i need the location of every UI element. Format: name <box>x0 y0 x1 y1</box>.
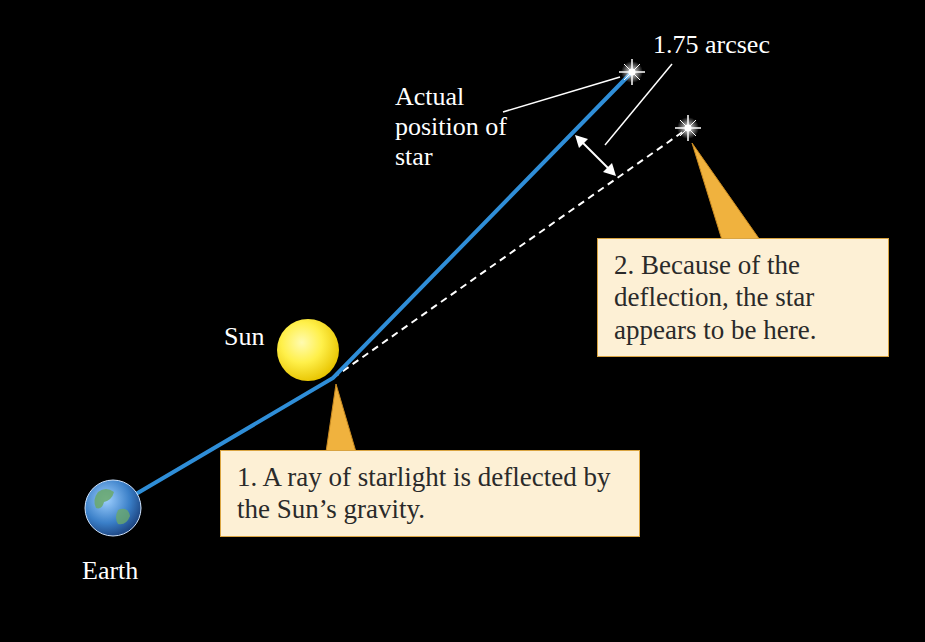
earth-figure <box>85 480 141 536</box>
angle-label: 1.75 arcsec <box>653 30 853 60</box>
sun-figure <box>277 319 339 381</box>
star-label: Actual position of star <box>395 82 515 172</box>
light-ray <box>136 72 632 494</box>
earth-label: Earth <box>82 556 172 586</box>
callout-pointer <box>692 143 760 240</box>
leader-line <box>605 64 672 145</box>
sun-label: Sun <box>224 322 304 352</box>
callout-box: 1. A ray of starlight is deflected by th… <box>220 450 640 537</box>
star-actual <box>619 59 645 85</box>
callout-box: 2. Because of the deflection, the star a… <box>597 238 889 357</box>
angle-arrow <box>575 135 616 176</box>
callout-text: 2. Because of the deflection, the star a… <box>614 249 872 346</box>
callout-pointer <box>326 384 356 452</box>
star-apparent <box>675 115 701 141</box>
leader-line <box>503 77 620 112</box>
callout-text: 1. A ray of starlight is deflected by th… <box>237 461 623 526</box>
